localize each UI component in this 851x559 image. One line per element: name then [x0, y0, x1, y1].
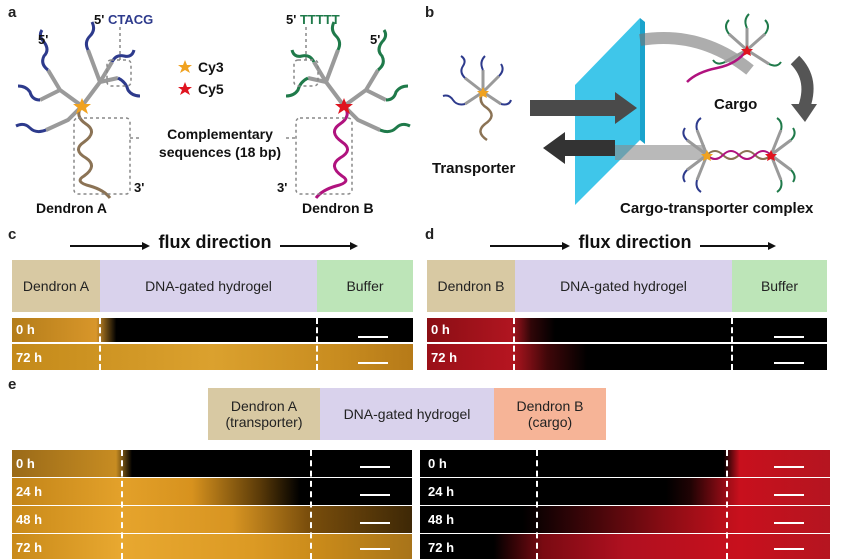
forward-arrow-icon [530, 92, 637, 124]
three-prime-b: 3' [277, 180, 288, 195]
scale-bar [774, 522, 804, 524]
scale-bar [360, 522, 390, 524]
panel-label-b: b [425, 4, 435, 21]
sequence-box-left [106, 59, 132, 87]
cy5-star-icon [335, 98, 353, 114]
sequence-ttttt: TTTTT [299, 12, 340, 27]
time-label: 72 h [428, 540, 455, 555]
backward-arrow-icon [543, 132, 615, 164]
cargo-box: Dendron B(cargo) [494, 388, 606, 440]
cy3-star-icon [73, 98, 91, 114]
time-label: 0 h [428, 456, 447, 471]
five-prime-a: 5' [38, 32, 49, 47]
scale-bar [360, 466, 390, 468]
image-strip-0h [12, 318, 413, 342]
dendron-a-arms [15, 21, 141, 134]
time-label: 72 h [431, 350, 458, 365]
five-prime-b: 5' [370, 32, 381, 47]
image-strip-48h [420, 506, 830, 533]
time-label: 48 h [16, 512, 43, 527]
boundary-line [513, 318, 515, 370]
time-label: 72 h [16, 350, 43, 365]
three-prime-a: 3' [134, 180, 145, 195]
panel-label-e: e [8, 376, 17, 393]
time-label: 0 h [431, 322, 450, 337]
image-strip-0h [12, 450, 412, 477]
dendron-b-arms [285, 21, 411, 134]
cargo-strand [314, 105, 349, 199]
image-strip-24h [12, 478, 412, 505]
dendron-b-label: Dendron B [302, 200, 374, 216]
boundary-line [731, 318, 733, 370]
dendron-b-box: Dendron B [427, 260, 515, 312]
dendron-schematic [15, 21, 411, 199]
scale-bar [774, 548, 804, 550]
five-prime-label: 5' CTACG [94, 12, 154, 27]
cargo-label: Cargo [714, 96, 758, 113]
scale-bar [774, 362, 804, 364]
time-label: 24 h [428, 484, 455, 499]
image-strip-0h [427, 318, 827, 342]
transporter-box: Dendron A(transporter) [208, 388, 320, 440]
image-strip-72h [12, 344, 413, 370]
boundary-line [316, 318, 318, 370]
flux-direction: flux direction [490, 232, 780, 254]
legend-cy5-icon [178, 82, 192, 95]
legend-cy5: Cy5 [198, 81, 224, 97]
time-label: 48 h [428, 512, 455, 527]
scale-bar [360, 494, 390, 496]
legend-cy3-icon [178, 60, 192, 73]
panel-label-d: d [425, 226, 435, 243]
image-strip-24h [420, 478, 830, 505]
five-prime-label: 5' TTTTT [286, 12, 340, 27]
hydrogel-box: DNA-gated hydrogel [320, 388, 494, 440]
time-label: 0 h [16, 456, 35, 471]
boundary-line [726, 450, 728, 559]
image-strip-72h [420, 534, 830, 559]
image-strip-48h [12, 506, 412, 533]
boundary-line [99, 318, 101, 370]
scale-bar [774, 466, 804, 468]
scale-bar [774, 336, 804, 338]
scale-bar [360, 548, 390, 550]
complex-label: Cargo-transporter complex [620, 200, 814, 217]
transporter-strand [77, 105, 112, 199]
dendron-a-scaffold [39, 49, 119, 132]
image-strip-0h [420, 450, 830, 477]
image-strip-72h [12, 534, 412, 559]
curved-arrow-icon [790, 55, 814, 113]
transporter-label: Transporter [432, 160, 516, 177]
buffer-box: Buffer [317, 260, 413, 312]
panel-label-c: c [8, 226, 17, 243]
sequence-ctacg: CTACG [107, 12, 154, 27]
boundary-line [310, 450, 312, 559]
legend-cy3: Cy3 [198, 59, 224, 75]
panel-label-a: a [8, 4, 17, 21]
boundary-line [536, 450, 538, 559]
transport-schematic [442, 13, 817, 205]
time-label: 0 h [16, 322, 35, 337]
dendron-a-box: Dendron A [12, 260, 100, 312]
time-label: 24 h [16, 484, 43, 499]
flux-direction: flux direction [70, 232, 360, 254]
buffer-box: Buffer [732, 260, 827, 312]
scale-bar [358, 336, 388, 338]
complementary-box-right [295, 117, 353, 195]
hydrogel-box: DNA-gated hydrogel [100, 260, 317, 312]
time-label: 72 h [16, 540, 43, 555]
scale-bar [774, 494, 804, 496]
complementary-box-left [73, 117, 131, 195]
boundary-line [121, 450, 123, 559]
image-strip-72h [427, 344, 827, 370]
dendron-a-label: Dendron A [36, 200, 108, 216]
hydrogel-box: DNA-gated hydrogel [515, 260, 732, 312]
scale-bar [358, 362, 388, 364]
